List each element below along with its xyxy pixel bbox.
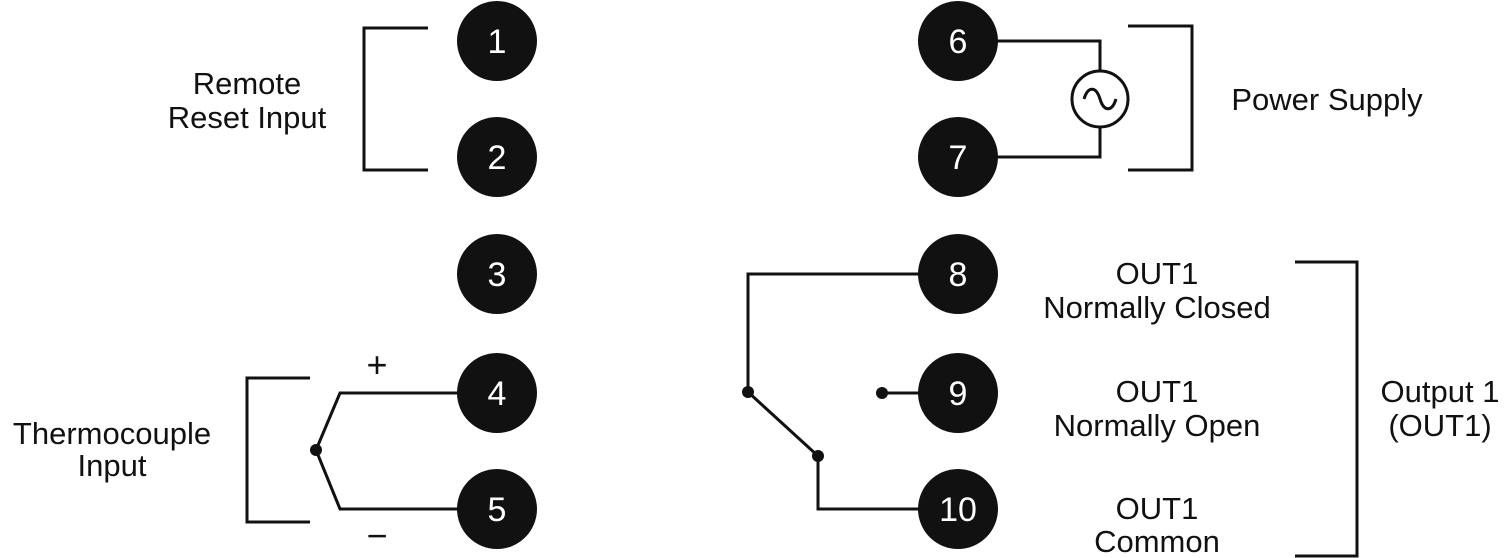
output1-bracket xyxy=(1295,260,1359,558)
relay-common-wire xyxy=(816,456,958,511)
terminal-2: 2 xyxy=(457,117,537,197)
thermocouple-label-line2: Input xyxy=(78,448,147,483)
terminal-6: 6 xyxy=(918,1,998,81)
relay-no-contact-dot xyxy=(876,387,888,399)
terminal-6-number: 6 xyxy=(949,23,968,61)
terminal-10: 10 xyxy=(918,469,998,549)
remote-reset-label-line2: Reset Input xyxy=(168,100,327,135)
power-supply-wire-7 xyxy=(958,128,1102,159)
terminal-4-number: 4 xyxy=(488,375,507,413)
out-common-label-line1: OUT1 xyxy=(1116,491,1199,526)
thermocouple-positive-wire xyxy=(314,391,500,451)
output1-label-line2: (OUT1) xyxy=(1388,408,1491,443)
relay-nc-wire xyxy=(746,272,958,392)
out-no-label-line2: Normally Open xyxy=(1054,408,1261,443)
output1-label-line1: Output 1 xyxy=(1381,374,1500,409)
out-nc-label-line2: Normally Closed xyxy=(1043,290,1270,325)
out-nc-label-line1: OUT1 xyxy=(1116,256,1199,291)
power-supply-bracket xyxy=(1128,24,1194,172)
terminal-1-number: 1 xyxy=(488,23,507,61)
out-common-label-line2: Common xyxy=(1094,524,1220,558)
plus-sign: + xyxy=(366,344,387,385)
terminal-10-number: 10 xyxy=(939,491,977,529)
terminal-4: 4 xyxy=(457,353,537,433)
terminal-3-number: 3 xyxy=(488,256,507,294)
ac-sine-wave xyxy=(1082,87,1118,111)
remote-reset-bracket xyxy=(362,26,428,172)
terminal-2-number: 2 xyxy=(488,139,507,177)
thermocouple-bracket xyxy=(245,376,310,524)
out-no-label-line1: OUT1 xyxy=(1116,374,1199,409)
minus-sign: − xyxy=(366,515,387,556)
thermocouple-junction-dot xyxy=(310,444,322,456)
relay-nc-contact-dot xyxy=(742,386,754,398)
terminal-9: 9 xyxy=(918,353,998,433)
relay-switch-blade xyxy=(746,390,820,458)
terminal-7-number: 7 xyxy=(949,139,968,177)
relay-common-pivot-dot xyxy=(812,450,824,462)
terminal-1: 1 xyxy=(457,1,537,81)
terminal-8: 8 xyxy=(918,234,998,314)
terminal-5-number: 5 xyxy=(488,491,507,529)
thermocouple-label-line1: Thermocouple xyxy=(13,416,211,451)
terminal-3: 3 xyxy=(457,234,537,314)
terminal-7: 7 xyxy=(918,117,998,197)
power-supply-wire-6 xyxy=(958,39,1102,70)
terminal-5: 5 xyxy=(457,469,537,549)
power-supply-label: Power Supply xyxy=(1231,82,1423,117)
terminal-9-number: 9 xyxy=(949,375,968,413)
terminal-8-number: 8 xyxy=(949,256,968,294)
remote-reset-label-line1: Remote xyxy=(193,66,302,101)
thermocouple-negative-wire xyxy=(314,449,500,511)
